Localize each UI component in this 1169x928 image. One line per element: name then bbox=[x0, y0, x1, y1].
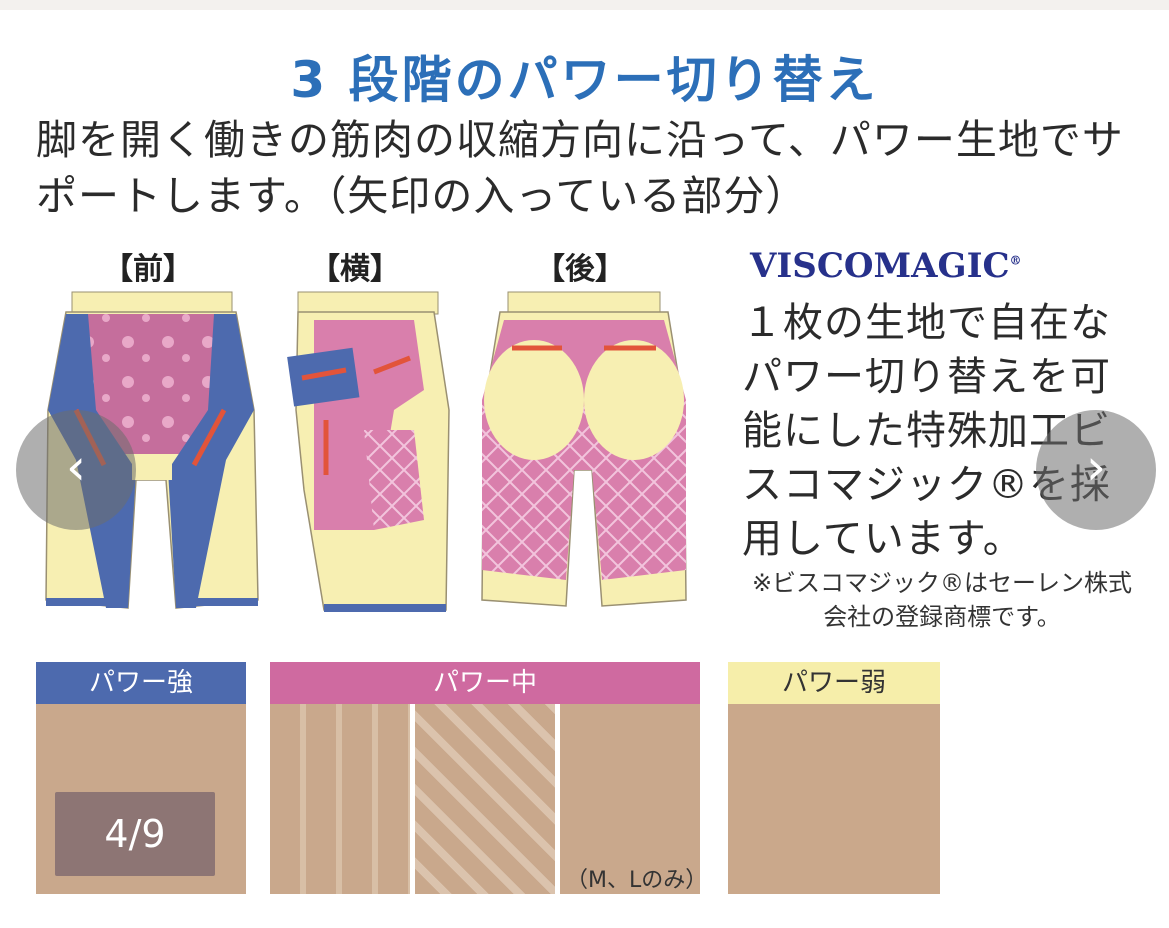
prev-slide-button[interactable]: ‹ bbox=[16, 410, 136, 530]
view-label-front: 【前】 bbox=[103, 252, 193, 287]
viscomagic-brand-name: VISCOMAGIC bbox=[750, 246, 1010, 286]
size-note: （M、Lのみ） bbox=[566, 868, 708, 893]
view-label-side: 【横】 bbox=[310, 252, 400, 287]
top-bar bbox=[0, 0, 1169, 10]
back-view-diagram bbox=[481, 291, 687, 607]
power-medium-swatch-diamond bbox=[415, 704, 555, 894]
view-label-back: 【後】 bbox=[535, 252, 625, 287]
power-medium-swatch-floral bbox=[560, 704, 700, 894]
chevron-left-icon: ‹ bbox=[66, 438, 86, 496]
trademark-note: ※ビスコマジック®はセーレン株式会社の登録商標です。 bbox=[751, 569, 1133, 631]
next-slide-button[interactable]: › bbox=[1036, 410, 1156, 530]
power-medium-header: パワー中 bbox=[270, 662, 700, 704]
registered-mark: ® bbox=[1009, 253, 1022, 268]
viscomagic-brand: VISCOMAGIC® bbox=[750, 246, 1022, 286]
power-weak-swatch bbox=[728, 704, 940, 894]
side-view-diagram bbox=[287, 291, 450, 612]
slide-counter: 4/9 bbox=[55, 792, 215, 876]
power-weak-header: パワー弱 bbox=[728, 662, 940, 704]
description-text: 脚を開く働きの筋肉の収縮方向に沿って、パワー生地でサポートします。（矢印の入って… bbox=[36, 116, 1124, 220]
power-strong-header: パワー強 bbox=[36, 662, 246, 704]
chevron-right-icon: › bbox=[1086, 438, 1106, 496]
page-title: 3 段階のパワー切り替え bbox=[290, 51, 879, 109]
power-medium-swatch-stripes bbox=[270, 704, 410, 894]
